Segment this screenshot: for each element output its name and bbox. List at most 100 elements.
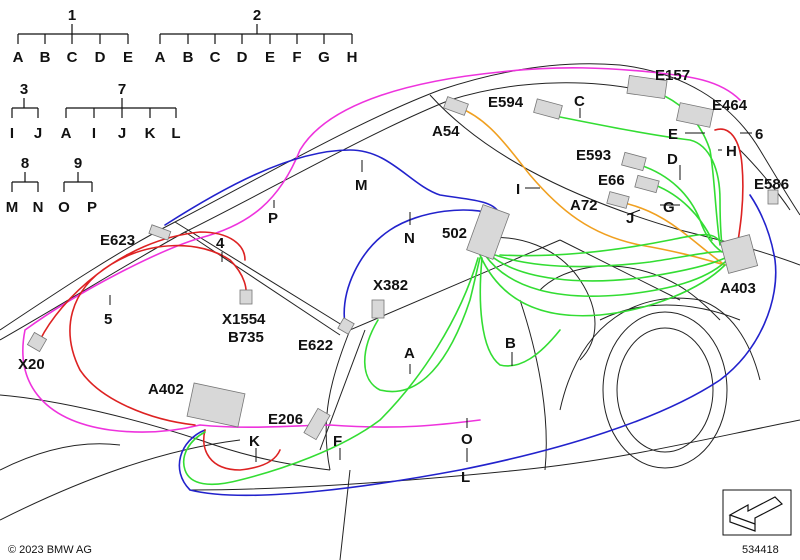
e586-sensor <box>767 189 779 205</box>
label-e157: E157 <box>655 67 690 84</box>
component-labels: E157 E594 C E464 A54 E 6 H E593 D E66 E5… <box>18 67 789 486</box>
wire-5-red <box>39 231 247 426</box>
legend-1-d: D <box>95 49 106 66</box>
label-d: D <box>667 151 678 168</box>
label-a54: A54 <box>432 123 460 140</box>
legend-2-g: G <box>318 49 330 66</box>
label-i: I <box>516 181 520 198</box>
e66-module <box>634 174 660 194</box>
wire-i-orange <box>459 107 726 266</box>
legend-7-a: A <box>61 125 72 142</box>
legend-2-a: A <box>155 49 166 66</box>
x382-connector <box>371 299 385 319</box>
a403-module <box>719 234 759 274</box>
label-502: 502 <box>442 225 467 242</box>
legend-group-2: 2 A B C D E F G H <box>155 7 358 66</box>
label-a: A <box>404 345 415 362</box>
label-e623: E623 <box>100 232 135 249</box>
legend-2-b: B <box>183 49 194 66</box>
label-a72: A72 <box>570 197 598 214</box>
wire-p-magenta <box>22 67 741 433</box>
wire-green-g <box>654 184 713 241</box>
label-e464: E464 <box>712 97 748 114</box>
label-h: H <box>726 143 737 160</box>
legend-7-l: L <box>171 125 180 142</box>
legend-group-3: 3 I J <box>10 81 42 142</box>
legend-group-7-number: 7 <box>118 81 126 98</box>
legend-group-9-number: 9 <box>74 155 82 172</box>
label-j: J <box>626 210 634 227</box>
label-6: 6 <box>755 126 763 143</box>
legend-group-9: 9 O P <box>58 155 97 216</box>
label-e66: E66 <box>598 172 625 189</box>
leader-lines <box>109 108 752 462</box>
e593-module <box>621 151 647 172</box>
wire-n-blue <box>343 209 496 326</box>
legend-7-i: I <box>92 125 96 142</box>
legend-2-f: F <box>292 49 301 66</box>
label-x382: X382 <box>373 277 408 294</box>
x20-connector <box>26 331 48 353</box>
legend-9-p: P <box>87 199 97 216</box>
label-x1554: X1554 <box>222 311 266 328</box>
wire-green-d <box>639 164 723 253</box>
label-e593: E593 <box>576 147 611 164</box>
label-e594: E594 <box>488 94 524 111</box>
label-l: L <box>461 469 470 486</box>
legend-1-c: C <box>67 49 78 66</box>
legend-3-j: J <box>34 125 42 142</box>
label-a402: A402 <box>148 381 184 398</box>
label-f: F <box>333 433 342 450</box>
legend-7-j: J <box>118 125 126 142</box>
a402-module <box>186 382 246 428</box>
legend-8-m: M <box>6 199 19 216</box>
wire-green-bundle-4 <box>494 250 726 268</box>
label-c: C <box>574 93 585 110</box>
label-e622: E622 <box>298 337 333 354</box>
label-m: M <box>355 177 368 194</box>
wire-o-blue <box>178 194 777 497</box>
label-n: N <box>404 230 415 247</box>
e623-lamp <box>148 224 172 241</box>
reference-number: 534418 <box>742 544 779 556</box>
wire-green-bundle-5 <box>499 233 723 257</box>
wire-green-bundle-1 <box>479 254 726 317</box>
x1554-connector <box>239 289 253 305</box>
components <box>26 74 779 441</box>
wire-green-b <box>479 257 561 367</box>
e622-lamp <box>337 317 355 335</box>
legend-group-1-number: 1 <box>68 7 76 24</box>
legend-2-d: D <box>237 49 248 66</box>
a54-module <box>443 96 469 116</box>
a72-module <box>606 191 630 209</box>
legend-2-h: H <box>347 49 358 66</box>
e594-module <box>533 98 563 120</box>
wire-green-c <box>549 114 723 246</box>
e157-module <box>626 74 668 100</box>
label-x20: X20 <box>18 356 45 373</box>
label-k: K <box>249 433 260 450</box>
module-502 <box>466 204 510 260</box>
label-p: P <box>268 210 278 227</box>
legend-group-7: 7 A I J K L <box>61 81 181 142</box>
legend-2-e: E <box>265 49 275 66</box>
wire-green-a <box>363 257 481 393</box>
legend-8-n: N <box>33 199 44 216</box>
label-o: O <box>461 431 473 448</box>
wire-m-blue <box>164 149 501 226</box>
legend-1-b: B <box>40 49 51 66</box>
label-4: 4 <box>216 235 225 252</box>
legend-group-1: 1 A B C D E <box>13 7 133 66</box>
legend-group-8-number: 8 <box>21 155 29 172</box>
label-b: B <box>505 335 516 352</box>
legend: 1 A B C D E 2 A B C D E F G H 3 I J <box>6 7 358 216</box>
e464-module <box>676 102 714 128</box>
label-e: E <box>668 126 678 143</box>
label-g: G <box>663 199 675 216</box>
wire-j-orange <box>609 199 726 266</box>
legend-9-o: O <box>58 199 70 216</box>
label-e586: E586 <box>754 176 789 193</box>
legend-2-c: C <box>210 49 221 66</box>
legend-group-8: 8 M N <box>6 155 44 216</box>
